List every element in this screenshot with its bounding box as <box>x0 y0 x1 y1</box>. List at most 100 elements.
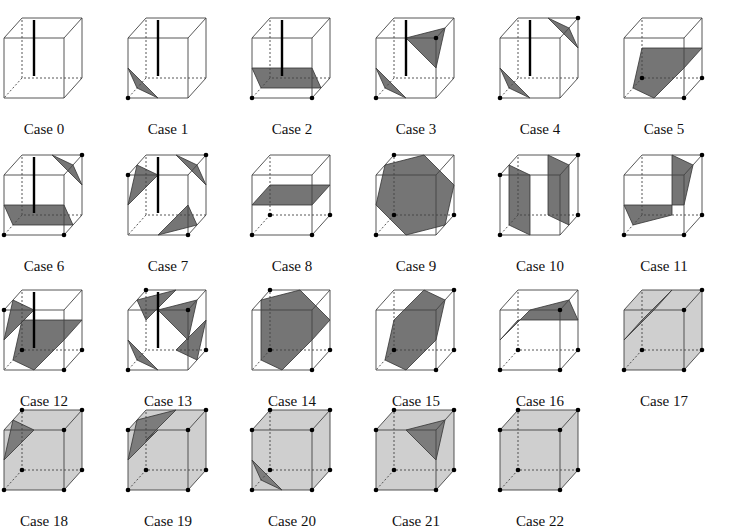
cube-edge <box>188 350 206 370</box>
vertex-dot <box>452 348 457 353</box>
cube-edge <box>642 78 702 79</box>
cube-edge <box>624 215 642 235</box>
ambiguity-marker <box>157 157 159 213</box>
cube-edge <box>642 290 643 350</box>
cube-edge <box>252 410 270 430</box>
cube-edge <box>560 18 578 38</box>
cube-edge <box>518 470 578 471</box>
cube-edge <box>146 155 147 215</box>
cube-edge <box>642 18 643 78</box>
cube-edge <box>270 18 271 78</box>
vertex-dot <box>576 213 581 218</box>
cube-edge <box>500 310 560 311</box>
cube-edge <box>252 18 270 38</box>
cube-edge <box>252 430 253 490</box>
cube-edge <box>64 155 82 175</box>
cube-edge <box>500 18 518 38</box>
vertex-dot <box>452 288 457 293</box>
cube-edge <box>436 215 454 235</box>
cube-edge <box>702 290 703 350</box>
cube-edge <box>312 175 313 235</box>
cube-edge <box>64 410 82 430</box>
iso-surface <box>176 155 206 185</box>
vertex-dot <box>62 428 67 433</box>
cube-edge <box>270 410 330 411</box>
vertex-dot <box>268 213 273 218</box>
cube-edge <box>684 175 685 235</box>
cube-edge <box>684 155 702 175</box>
vertex-dot <box>80 153 85 158</box>
cube-edge <box>454 155 455 215</box>
ambiguity-marker <box>529 20 531 76</box>
cube-edge <box>500 490 560 491</box>
cube-edge <box>4 350 22 370</box>
cube-edge <box>82 410 83 470</box>
cube-edge <box>146 18 206 19</box>
case-caption: Case 10 <box>516 257 564 275</box>
cube-edge <box>518 290 519 350</box>
cube-edge <box>376 175 377 235</box>
vertex-dot <box>250 428 255 433</box>
cube-edge <box>500 175 560 176</box>
cube-edge <box>518 350 578 351</box>
cube-edge <box>642 350 702 351</box>
cube-edge <box>188 215 206 235</box>
cube-edge <box>128 350 146 370</box>
vertex-dot <box>558 488 563 493</box>
case-caption: Case 13 <box>144 392 192 410</box>
cube-edge <box>500 98 560 99</box>
iso-surface <box>128 340 158 370</box>
vertex-dot <box>126 488 131 493</box>
iso-surface <box>633 48 702 98</box>
vertex-dot <box>328 213 333 218</box>
case-caption: Case 17 <box>640 392 688 410</box>
vertex-dot <box>2 308 7 313</box>
vertex-dot <box>700 348 705 353</box>
ambiguity-marker <box>33 157 35 213</box>
cube-edge <box>252 235 312 236</box>
cube-edge <box>624 98 684 99</box>
cube-edge <box>4 370 64 371</box>
cube-edge <box>684 350 702 370</box>
iso-surface <box>13 320 82 370</box>
case-caption: Case 1 <box>148 120 188 138</box>
cube-edge <box>146 215 206 216</box>
vertex-dot <box>310 488 315 493</box>
cube-edge <box>376 215 394 235</box>
cube-edge <box>330 155 331 215</box>
cube-edge <box>312 310 313 370</box>
cube-edge <box>252 470 270 490</box>
cube-edge <box>376 370 436 371</box>
cube-edge <box>394 155 395 215</box>
cube-edge <box>394 290 395 350</box>
cube-edge <box>454 290 455 350</box>
cube-edge <box>518 78 578 79</box>
vertex-dot <box>80 408 85 413</box>
cube-edge <box>578 18 579 78</box>
cube-edge <box>642 290 702 291</box>
iso-surface <box>548 18 578 48</box>
iso-surface <box>52 155 82 185</box>
case-caption: Case 14 <box>268 392 316 410</box>
cube-edge <box>64 18 82 38</box>
cube-edge <box>270 410 271 470</box>
vertex-dot <box>250 233 255 238</box>
vertex-dot <box>498 96 503 101</box>
cube-edge <box>252 290 270 310</box>
cube-edge <box>22 410 82 411</box>
cube-edge <box>252 38 253 98</box>
cube-edge <box>128 490 188 491</box>
cube-edge <box>146 350 206 351</box>
cube-edge <box>146 290 206 291</box>
case-caption: Case 6 <box>24 257 64 275</box>
cube-edge <box>624 370 684 371</box>
cube-edge <box>4 175 5 235</box>
cube-edge <box>188 290 206 310</box>
cube-edge <box>394 410 395 470</box>
iso-surface <box>509 165 530 235</box>
vertex-dot <box>682 308 687 313</box>
cube-edge <box>252 350 270 370</box>
cube-edge <box>518 155 519 215</box>
iso-surface <box>128 165 158 205</box>
case-caption: Case 3 <box>396 120 436 138</box>
